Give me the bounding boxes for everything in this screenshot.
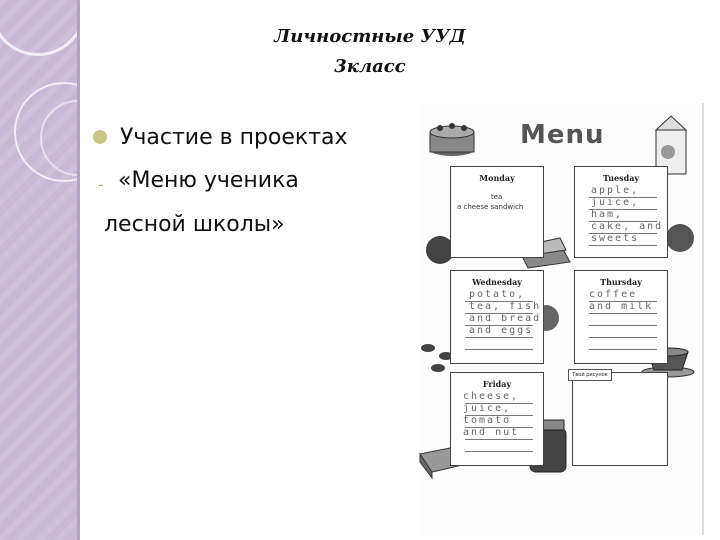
writing-line [589,349,657,350]
card-entry: tea, fish [469,301,542,312]
decorative-side-strip [0,0,80,540]
writing-line [465,439,533,440]
writing-line [589,337,657,338]
strip-pattern [0,0,80,540]
card-entry: tea [491,193,503,201]
writing-line [589,245,657,246]
card-entry: juice, [463,403,512,414]
card-entry: coffee [589,289,638,300]
writing-line [465,415,533,416]
card-entry: cheese, [463,391,520,402]
bullet-dot-icon [93,130,107,144]
card-entry: and bread [469,313,542,324]
writing-line [589,325,657,326]
card-day-label: Tuesday [602,173,640,183]
card-day-label: Thursday [600,277,642,287]
card-day-label: Monday [479,173,515,183]
menu-card-friday: Friday cheese, juice, tomato and nut [450,372,544,466]
menu-card-monday: Monday tea a cheese sandwich [450,166,544,258]
writing-line [465,349,533,350]
writing-line [465,325,533,326]
slide-title: Личностные УУД 3класс [240,22,500,82]
writing-line [589,221,657,222]
card-entry: ham, [591,209,624,220]
card-day-label: Friday [482,379,512,389]
writing-line [465,301,533,302]
writing-line [465,403,533,404]
writing-line [589,197,657,198]
writing-line [589,301,657,302]
menu-card-wednesday: Wednesday potato, tea, fish and bread an… [450,270,544,364]
writing-line [589,233,657,234]
menu-card-thursday: Thursday coffee and milk [574,270,668,364]
card-entry: cake, and [591,221,664,232]
card-entry: and eggs [469,325,534,336]
card-entry: juice, [591,197,640,208]
decorative-ring [0,0,80,56]
card-entry: sweets [591,233,640,244]
card-entry: tomato [463,415,512,426]
bullet-text-line-1: Участие в проектах [120,125,348,150]
card-day-label: Wednesday [472,277,522,287]
card-entry: and milk [589,301,654,312]
card-entry: and nut [463,427,520,438]
drawing-label: Твой рисунок [568,369,612,381]
menu-card-tuesday: Tuesday apple, juice, ham, cake, and swe… [574,166,668,258]
card-entry: potato, [469,289,526,300]
worksheet-heading: Menu [520,120,605,150]
drawing-box [572,372,668,466]
writing-line [589,209,657,210]
writing-line [465,451,533,452]
card-entry: apple, [591,185,640,196]
sub-bullet-dash: - [98,175,104,194]
bullet-text-line-3: лесной школы» [104,212,285,237]
bullet-text-line-2: «Меню ученика [118,168,299,193]
slide-title-line-2: 3класс [334,56,406,77]
writing-line [465,427,533,428]
strip-edge [77,0,80,540]
slide-title-line-1: Личностные УУД [274,26,466,47]
writing-line [465,313,533,314]
writing-line [589,313,657,314]
card-entry: a cheese sandwich [457,203,524,211]
writing-line [465,337,533,338]
